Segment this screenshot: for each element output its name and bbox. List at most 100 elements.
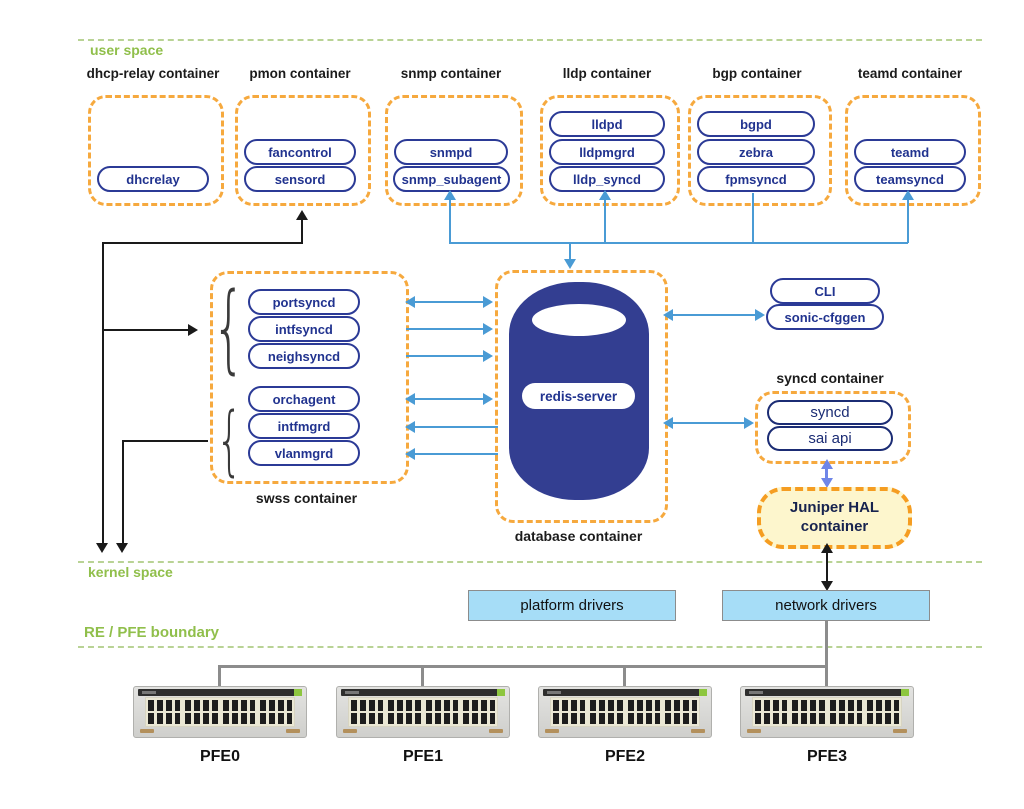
linecard-status-chip	[699, 689, 707, 696]
syncd-hal-arrow-down	[821, 478, 833, 488]
process-pill-lldp-syncd: lldp_syncd	[549, 166, 665, 192]
syncd-hal-arrow-up	[821, 459, 833, 469]
linecard-bottom	[341, 728, 505, 734]
linecard-bottom	[543, 728, 707, 734]
pmon-arrowhead	[296, 210, 308, 220]
process-pill-fancontrol: fancontrol	[244, 139, 356, 165]
pmon-kernel-line-v	[301, 219, 303, 243]
process-pill-sensord: sensord	[244, 166, 356, 192]
container-title-teamd: teamd container	[857, 66, 963, 81]
pfe2-label: PFE2	[604, 748, 645, 765]
bgp-db-line	[752, 193, 754, 243]
kernel-space-divider	[78, 561, 982, 563]
linecard-led	[345, 691, 359, 694]
container-snmp	[385, 95, 523, 206]
container-title-bgp: bgp container	[712, 66, 802, 81]
pfe0-label: PFE0	[199, 748, 240, 765]
linecard-ports	[550, 697, 700, 727]
db-bus-line	[449, 242, 908, 244]
swss-brace-top: {	[212, 272, 246, 384]
container-title-dhcp-relay: dhcp-relay container	[86, 66, 220, 81]
swss-kernel-line-h	[122, 440, 208, 442]
process-pill-intfmgrd: intfmgrd	[248, 413, 360, 439]
orchagent-arrow-left	[405, 393, 415, 405]
database-container-label: database container	[514, 528, 643, 544]
db-cfggen-arrow-right	[755, 309, 765, 321]
container-dhcp-relay	[88, 95, 224, 206]
swss-container-label: swss container	[255, 490, 358, 506]
kernel-arrowhead-1	[96, 543, 108, 553]
kernel-arrowhead-2	[116, 543, 128, 553]
pfe1-drop-line	[421, 665, 424, 686]
netdrv-pfe-line	[825, 621, 828, 686]
pfe2-linecard	[538, 686, 712, 738]
redis-server-pill: redis-server	[522, 383, 635, 409]
linecard-ports	[752, 697, 902, 727]
swss-brace-bottom: {	[216, 395, 243, 484]
linecard-led	[547, 691, 561, 694]
pfe1-label: PFE1	[402, 748, 443, 765]
container-swss	[210, 271, 409, 484]
process-pill-bgpd: bgpd	[697, 111, 815, 137]
process-pill-portsyncd: portsyncd	[248, 289, 360, 315]
linecard-led	[142, 691, 156, 694]
container-title-pmon: pmon container	[249, 66, 351, 81]
linecard-led	[749, 691, 763, 694]
pfe-bus-line	[218, 665, 828, 668]
process-pill-vlanmgrd: vlanmgrd	[248, 440, 360, 466]
pfe3-label: PFE3	[806, 748, 847, 765]
container-database	[495, 270, 668, 523]
orchagent-arrow-line	[414, 398, 484, 400]
linecard-top-strip	[341, 689, 505, 696]
linecard-top-strip	[138, 689, 302, 696]
linecard-top-strip	[745, 689, 909, 696]
linecard-status-chip	[497, 689, 505, 696]
container-pmon	[235, 95, 371, 206]
db-cfggen-arrow-line	[672, 314, 756, 316]
platform-drivers-box: platform drivers	[468, 590, 676, 621]
process-pill-snmp-subagent: snmp_subagent	[393, 166, 510, 192]
vlanmgrd-arrow-left	[405, 448, 415, 460]
intfsyncd-arrow-right	[483, 323, 493, 335]
process-pill-fpmsyncd: fpmsyncd	[697, 166, 815, 192]
container-title-snmp: snmp container	[400, 66, 502, 81]
hal-netdrv-arrow-line	[826, 551, 828, 582]
kernel-line-left-v	[102, 243, 104, 544]
db-syncd-arrow-right	[744, 417, 754, 429]
lldp-db-line	[604, 198, 606, 243]
swss-kernel-line-v	[122, 441, 124, 544]
process-pill-teamsyncd: teamsyncd	[854, 166, 966, 192]
neighsyncd-arrow-line	[406, 355, 483, 357]
process-pill-syncd: syncd	[767, 400, 893, 425]
db-cfggen-arrow-left	[663, 309, 673, 321]
syncd-container-label: syncd container	[776, 370, 884, 386]
hal-netdrv-arrow-up	[821, 543, 833, 553]
orchagent-arrow-right	[483, 393, 493, 405]
neighsyncd-arrow-right	[483, 350, 493, 362]
lldp-arrowhead	[599, 190, 611, 200]
portsyncd-arrow-right	[483, 296, 493, 308]
process-pill-sai-api: sai api	[767, 426, 893, 451]
process-pill-snmpd: snmpd	[394, 139, 508, 165]
intfmgrd-arrow-line	[414, 426, 498, 428]
process-pill-zebra: zebra	[697, 139, 815, 165]
linecard-bottom	[745, 728, 909, 734]
container-title-lldp: lldp container	[562, 66, 652, 81]
portsyncd-arrow-left	[405, 296, 415, 308]
container-lldp	[540, 95, 680, 206]
user-space-divider	[78, 39, 982, 41]
pfe2-drop-line	[623, 665, 626, 686]
re-pfe-boundary-label: RE / PFE boundary	[84, 624, 220, 641]
kernel-swss-line	[103, 329, 189, 331]
db-top-arrowhead	[564, 259, 576, 269]
linecard-bottom	[138, 728, 302, 734]
swss-in-arrowhead	[188, 324, 198, 336]
pfe0-drop-line	[218, 665, 221, 686]
portsyncd-arrow-line	[414, 301, 484, 303]
snmp-arrowhead	[444, 190, 456, 200]
process-pill-teamd: teamd	[854, 139, 966, 165]
re-pfe-boundary-divider	[78, 646, 982, 648]
linecard-ports	[348, 697, 498, 727]
container-bgp	[688, 95, 832, 206]
